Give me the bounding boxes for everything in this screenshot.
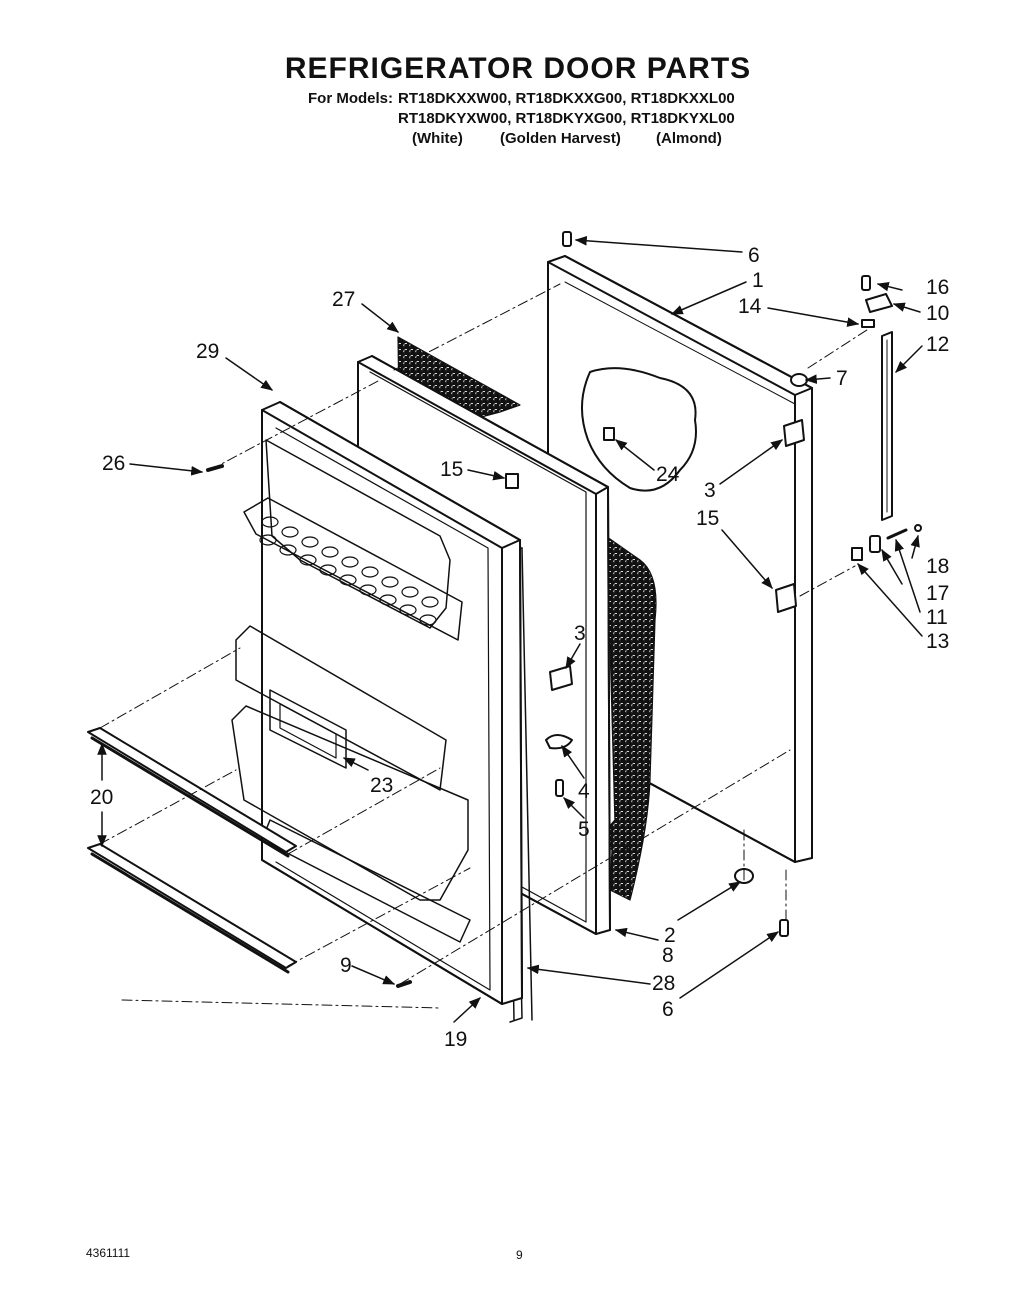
callout-24: 24 [656, 463, 680, 486]
shelf-bars [87, 727, 297, 974]
callout-18: 18 [926, 555, 949, 578]
callout-numbers: 6 1 16 14 10 27 12 7 29 24 26 15 3 15 18… [90, 244, 949, 1051]
callout-4: 4 [578, 780, 590, 803]
callout-26: 26 [102, 452, 125, 475]
callout-5: 5 [578, 818, 590, 841]
callout-14: 14 [738, 295, 762, 318]
callout-15-outer: 15 [696, 507, 719, 530]
color-white: (White) [412, 130, 463, 147]
callout-16: 16 [926, 276, 949, 299]
callout-17: 17 [926, 582, 949, 605]
callout-15-inner: 15 [440, 458, 463, 481]
callout-3-hinge: 3 [704, 479, 716, 502]
hardware-parts [206, 231, 922, 988]
callout-19: 19 [444, 1028, 467, 1051]
callout-12: 12 [926, 333, 949, 356]
color-almond: (Almond) [656, 130, 722, 147]
callout-27: 27 [332, 288, 355, 311]
callout-29: 29 [196, 340, 219, 363]
callout-2: 2 [664, 924, 676, 947]
callout-9: 9 [340, 954, 352, 977]
models-row-2: RT18DKYXW00, RT18DKYXG00, RT18DKYXL00 [398, 110, 735, 127]
callout-3-bracket: 3 [574, 622, 586, 645]
door-liner [231, 401, 523, 1005]
models-row-1: RT18DKXXW00, RT18DKXXG00, RT18DKXXL00 [398, 90, 735, 107]
callout-20: 20 [90, 786, 113, 809]
page-number: 9 [516, 1248, 523, 1262]
callout-leaders [97, 235, 923, 1023]
callout-6-top: 6 [748, 244, 760, 267]
callout-13: 13 [926, 630, 949, 653]
part-number: 4361111 [86, 1246, 131, 1260]
color-golden-harvest: (Golden Harvest) [500, 130, 621, 147]
callout-23: 23 [370, 774, 393, 797]
callout-11: 11 [926, 606, 948, 629]
callout-10: 10 [926, 302, 949, 325]
callout-8: 8 [662, 944, 674, 967]
callout-6-bottom: 6 [662, 998, 674, 1021]
models-prefix: For Models: [308, 90, 393, 107]
page-title: REFRIGERATOR DOOR PARTS [284, 52, 752, 85]
hinge-bar [881, 331, 893, 521]
callout-28: 28 [652, 972, 675, 995]
alignment-lines [99, 283, 871, 1009]
callout-1: 1 [752, 269, 764, 292]
callout-7: 7 [836, 367, 848, 390]
